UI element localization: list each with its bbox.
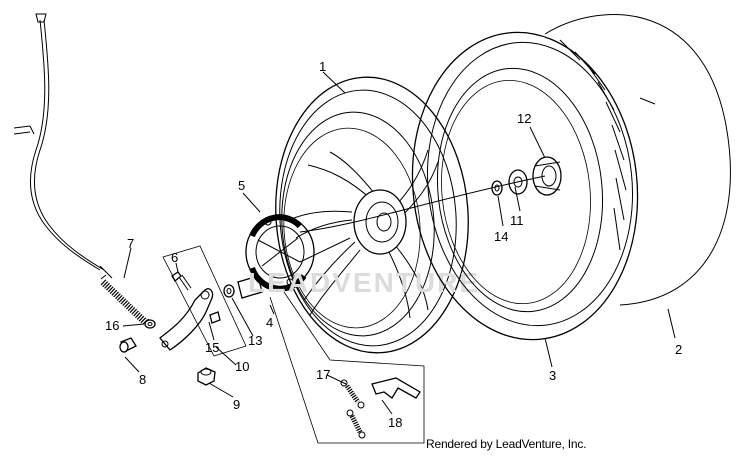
callout-5: 5 [238,178,245,193]
nut-9 [197,367,216,386]
brake-cable [13,13,113,279]
group-box-17-18 [269,291,425,444]
spring-7 [100,274,150,325]
callout-14: 14 [494,229,508,244]
callout-9: 9 [233,397,240,412]
brake-lever-15 [159,288,221,351]
rim-1 [275,76,469,354]
callout-18: 18 [388,415,402,430]
pin-8 [119,337,137,353]
callout-4: 4 [266,315,273,330]
callout-12: 12 [517,111,531,126]
callout-17: 17 [316,367,330,382]
group-bracket-10 [162,245,247,357]
clip-18 [371,377,421,399]
callout-8: 8 [139,372,146,387]
callout-11: 11 [510,213,524,228]
watermark: LEADVENTURE [248,267,480,298]
tire-3 [411,31,639,341]
callout-3: 3 [549,368,556,383]
axle-line [299,175,546,233]
callout-6: 6 [171,250,178,265]
callout-15: 15 [205,340,219,355]
callout-13: 13 [248,333,262,348]
callout-7: 7 [127,236,134,251]
spring-17 [340,379,366,439]
bolt-6 [171,271,192,291]
callout-10: 10 [235,359,249,374]
washer-13 [223,284,235,298]
render-credit: Rendered by LeadVenture, Inc. [426,437,587,451]
callout-16: 16 [105,318,119,333]
callout-1: 1 [319,59,326,74]
callout-2: 2 [675,342,682,357]
leader-lines [122,71,676,415]
tube-2 [544,13,731,306]
hub-12 [532,156,562,196]
washer-16 [144,319,156,329]
